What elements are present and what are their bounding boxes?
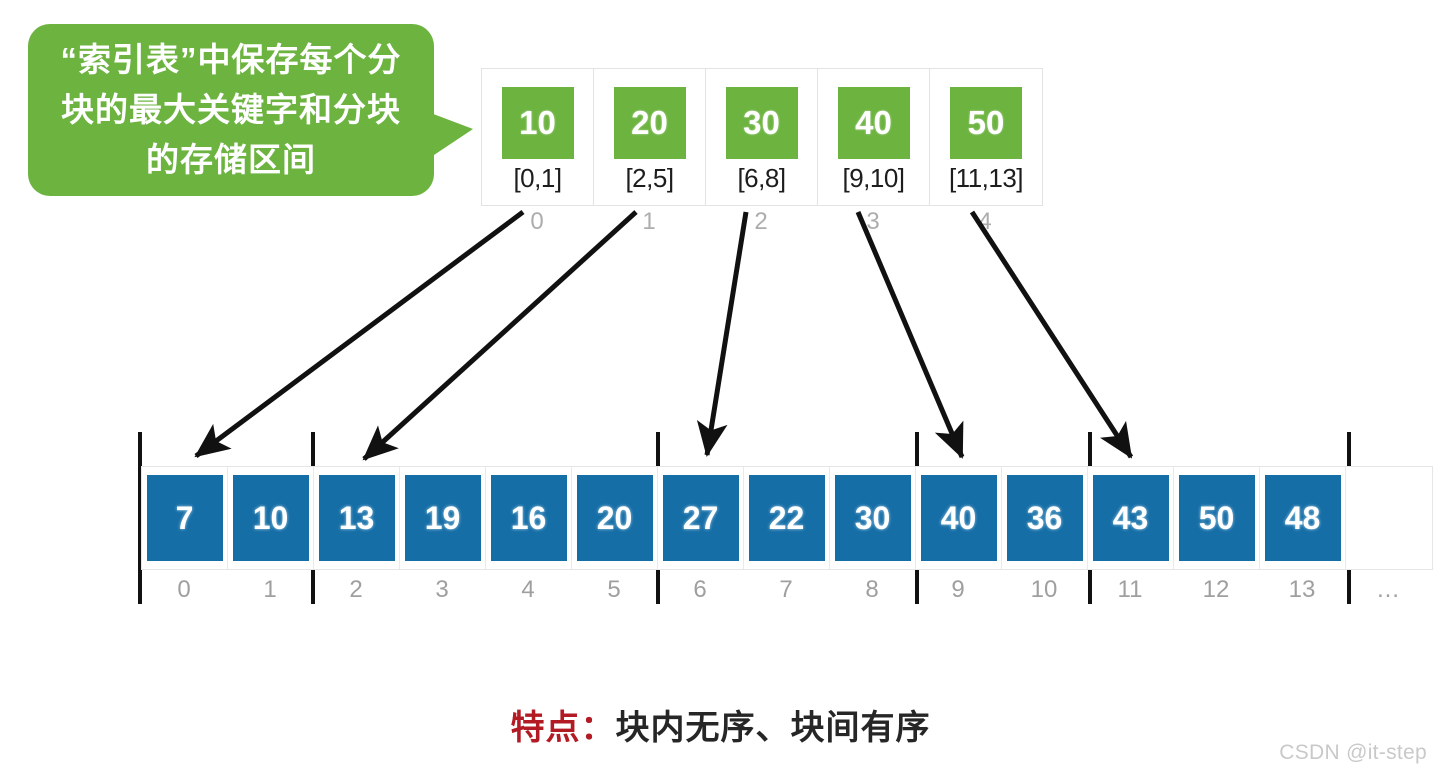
data-array-value: 7: [146, 475, 223, 561]
data-array-value: 13: [318, 475, 395, 561]
index-table-index-label: 1: [642, 208, 656, 235]
data-array-index-label: 7: [779, 576, 793, 603]
data-array-index-label: 2: [349, 576, 363, 603]
data-array-index-label: 1: [263, 576, 277, 603]
data-array-value: [1351, 475, 1427, 561]
callout-line-1: “索引表”中保存每个分: [60, 41, 402, 78]
data-array-index-label: 9: [951, 576, 965, 603]
diagram-caption: 特点：块内无序、块间有序: [0, 700, 1441, 749]
index-table-index-label: 2: [754, 208, 768, 235]
callout-tail-icon: [428, 112, 473, 159]
index-table-cell: 40 [9,10]: [818, 69, 930, 205]
index-max-key: 20: [613, 87, 686, 159]
data-array-cell: 16: [486, 467, 572, 569]
data-array-index-label: 12: [1202, 576, 1230, 603]
data-array-index-label: 6: [693, 576, 707, 603]
index-range-label: [2,5]: [625, 163, 674, 193]
data-array-value: 27: [662, 475, 739, 561]
caption-value: 块内无序、块间有序: [615, 709, 931, 747]
data-array-value: 10: [232, 475, 309, 561]
data-array-cell: 13: [314, 467, 400, 569]
data-array-value: 20: [576, 475, 653, 561]
caption-key: 特点：: [510, 709, 616, 747]
data-array-index-labels: 0 1 2 3 4 5 6 7 8 9 10 11 12 13 …: [141, 576, 1431, 604]
data-array-value: 22: [748, 475, 825, 561]
data-array-cell: 7: [142, 467, 228, 569]
data-array-cell: 30: [830, 467, 916, 569]
data-array-value: 16: [490, 475, 567, 561]
data-array-cell: 27: [658, 467, 744, 569]
data-array-index-label-ellipsis: …: [1376, 576, 1400, 603]
data-array-index-label: 4: [521, 576, 535, 603]
block-separator: [138, 432, 142, 604]
index-table-index-labels: 0 1 2 3 4: [481, 208, 1041, 236]
data-array-cell: 36: [1002, 467, 1088, 569]
index-range-label: [6,8]: [737, 163, 786, 193]
data-array-cell-empty: [1346, 467, 1432, 569]
index-range-label: [9,10]: [842, 163, 905, 193]
index-max-key: 30: [725, 87, 798, 159]
data-array-index-label: 13: [1288, 576, 1316, 603]
data-array-cell: 19: [400, 467, 486, 569]
index-table-callout-bubble: “索引表”中保存每个分 块的最大关键字和分块 的存储区间: [28, 24, 434, 196]
data-array-cell: 50: [1174, 467, 1260, 569]
callout-line-3: 的存储区间: [146, 141, 316, 178]
data-array-cell: 48: [1260, 467, 1346, 569]
data-array-value: 30: [834, 475, 911, 561]
index-max-key: 40: [837, 87, 910, 159]
data-array-value: 40: [920, 475, 997, 561]
data-array-cell: 10: [228, 467, 314, 569]
data-array-cell: 40: [916, 467, 1002, 569]
index-range-label: [0,1]: [513, 163, 562, 193]
arrow-index-0-to-block-0: [194, 209, 525, 459]
index-table-cell: 30 [6,8]: [706, 69, 818, 205]
data-array-value: 43: [1092, 475, 1169, 561]
index-table-index-label: 3: [866, 208, 880, 235]
data-array-index-label: 8: [865, 576, 879, 603]
index-table-cell: 20 [2,5]: [594, 69, 706, 205]
data-array: 7 10 13 19 16 20 27 22 30 40 36 43 50 48: [141, 466, 1433, 570]
watermark: CSDN @it-step: [1279, 741, 1427, 764]
index-range-label: [11,13]: [948, 163, 1024, 193]
index-max-key: 10: [501, 87, 574, 159]
data-array-index-label: 3: [435, 576, 449, 603]
arrow-index-2-to-block-2: [696, 211, 749, 457]
index-max-key: 50: [950, 87, 1022, 159]
index-table-index-label: 4: [978, 208, 992, 235]
arrow-index-3-to-block-3: [855, 211, 965, 459]
data-array-index-label: 10: [1030, 576, 1058, 603]
data-array-value: 50: [1178, 475, 1255, 561]
data-array-index-label: 5: [607, 576, 621, 603]
data-array-value: 48: [1264, 475, 1341, 561]
data-array-cell: 20: [572, 467, 658, 569]
callout-line-2: 块的最大关键字和分块: [61, 91, 401, 128]
index-table: 10 [0,1] 20 [2,5] 30 [6,8] 40 [9,10] 50 …: [481, 68, 1043, 206]
index-table-cell: 50 [11,13]: [930, 69, 1042, 205]
data-array-index-label: 11: [1117, 576, 1143, 603]
data-array-cell: 22: [744, 467, 830, 569]
data-array-value: 19: [404, 475, 481, 561]
index-table-index-label: 0: [530, 208, 544, 235]
data-array-value: 36: [1006, 475, 1083, 561]
arrow-index-1-to-block-1: [362, 210, 638, 461]
arrow-index-4-to-block-4: [969, 210, 1134, 459]
data-array-index-label: 0: [177, 576, 191, 603]
data-array-cell: 43: [1088, 467, 1174, 569]
index-table-cell: 10 [0,1]: [482, 69, 594, 205]
